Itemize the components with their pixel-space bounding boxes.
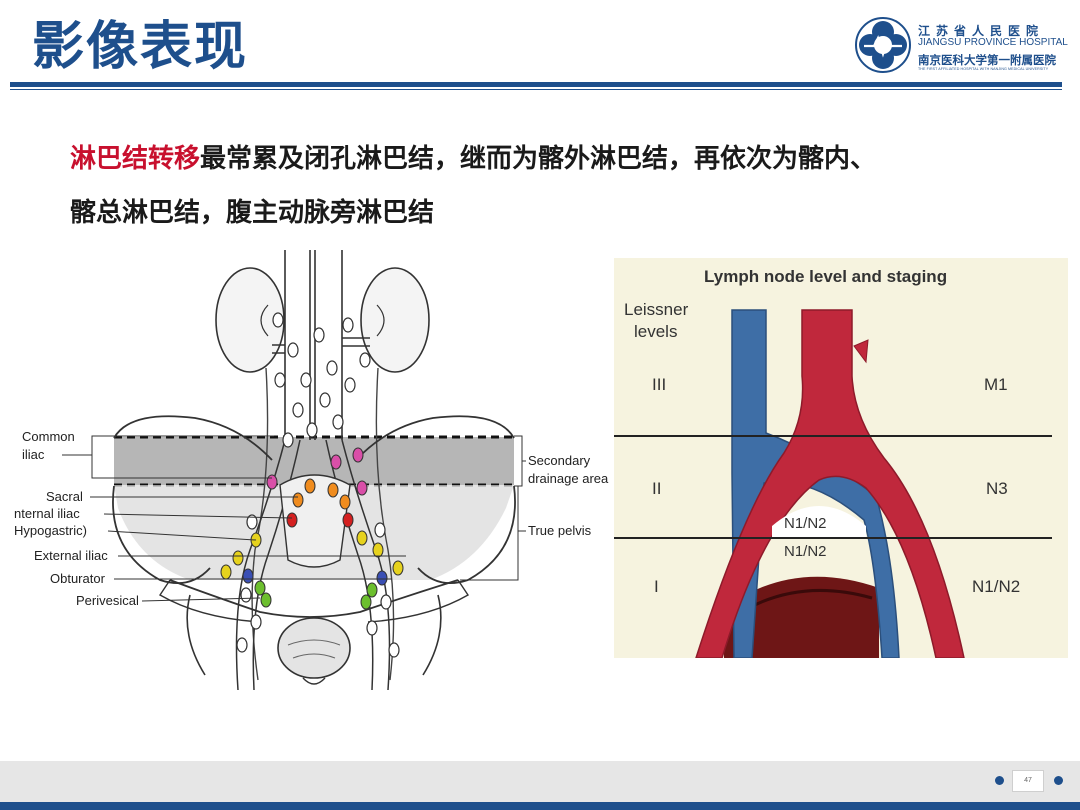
- perivesical-nodes: [254, 580, 378, 610]
- label-common-iliac-1: Common: [22, 429, 75, 444]
- label-secondary-1: Secondary: [528, 453, 591, 468]
- label-common-iliac-2: iliac: [22, 447, 45, 462]
- highlight-text: 淋巴结转移: [70, 144, 201, 174]
- label-sacral: Sacral: [46, 489, 83, 504]
- page-title: 影像表现: [32, 17, 249, 77]
- logo-name-cn2: 南京医科大学第一附属医院: [918, 53, 1056, 67]
- leissner-label-1: Leissner: [624, 300, 689, 319]
- pelvic-cavity: [724, 576, 879, 658]
- obturator-nodes: [242, 568, 388, 586]
- external-iliac-nodes: [220, 530, 404, 580]
- label-obturator: Obturator: [50, 571, 106, 586]
- para-aortic-nodes: [272, 312, 371, 448]
- aorta-shape: [695, 309, 965, 658]
- right-ureter: [375, 367, 395, 681]
- leissner-label-2: levels: [634, 322, 677, 341]
- sacral-nodes: [292, 478, 351, 510]
- footer-dot-left: [995, 776, 1004, 785]
- stage-N3: N3: [986, 479, 1008, 498]
- right-iliac-crest: [355, 415, 516, 584]
- body-line1: 最常累及闭孔淋巴结，继而为髂外淋巴结，再依次为髂内、: [200, 144, 877, 174]
- logo-name-tiny: THE FIRST AFFILIATED HOSPITAL WITH NANJI…: [918, 67, 1049, 71]
- label-secondary-2: drainage area: [528, 471, 609, 486]
- stage-N1-N2-inner-lower: N1/N2: [784, 543, 827, 560]
- pubic-bones: [169, 579, 459, 618]
- page-number: 47: [1012, 770, 1044, 792]
- left-iliac-vessels: [235, 439, 301, 691]
- stage-N1-N2-inner-upper: N1/N2: [784, 515, 827, 532]
- leader-lines: [62, 435, 526, 602]
- footer-dot-right: [1054, 776, 1063, 785]
- vena-cava: [314, 250, 343, 440]
- stage-N1-N2-outer: N1/N2: [972, 577, 1020, 596]
- label-perivesical: Perivesical: [76, 593, 139, 608]
- staging-title: Lymph node level and staging: [704, 267, 947, 286]
- hospital-logo: 江苏省人民医院 JIANGSU PROVINCE HOSPITAL 南京医科大学…: [854, 16, 1068, 76]
- level-II: II: [652, 479, 661, 498]
- internal-iliac-nodes: [286, 512, 354, 528]
- bifurcation-zone: [772, 506, 866, 538]
- left-kidney: [215, 267, 285, 373]
- logo-name-cn: 江苏省人民医院: [918, 24, 1045, 38]
- stage-M1: M1: [984, 375, 1008, 394]
- footer-band: [0, 761, 1080, 802]
- label-hypogastric: Hypogastric): [14, 523, 87, 538]
- level-I: I: [654, 577, 659, 596]
- body-line2: 髂总淋巴结，腹主动脉旁淋巴结: [70, 198, 435, 228]
- right-kidney: [360, 267, 430, 373]
- lymph-node-staging-diagram: Lymph node level and staging Leissner le…: [614, 258, 1068, 658]
- pelvic-lymph-node-illustration: Common iliac Sacral nternal iliac Hypoga…: [14, 250, 609, 691]
- bladder: [277, 617, 351, 679]
- logo-name-en: JIANGSU PROVINCE HOSPITAL: [918, 37, 1068, 48]
- level-III: III: [652, 375, 666, 394]
- label-true-pelvis: True pelvis: [528, 523, 592, 538]
- header-divider-thin: [10, 89, 1062, 90]
- body-text: 淋巴结转移最常累及闭孔淋巴结，继而为髂外淋巴结，再依次为髂内、 髂总淋巴结，腹主…: [70, 132, 1030, 240]
- label-external-iliac: External iliac: [34, 548, 108, 563]
- footer-bar: [0, 802, 1080, 810]
- header-divider: [10, 82, 1062, 87]
- hospital-emblem-icon: [855, 17, 911, 73]
- label-internal-iliac: nternal iliac: [14, 506, 80, 521]
